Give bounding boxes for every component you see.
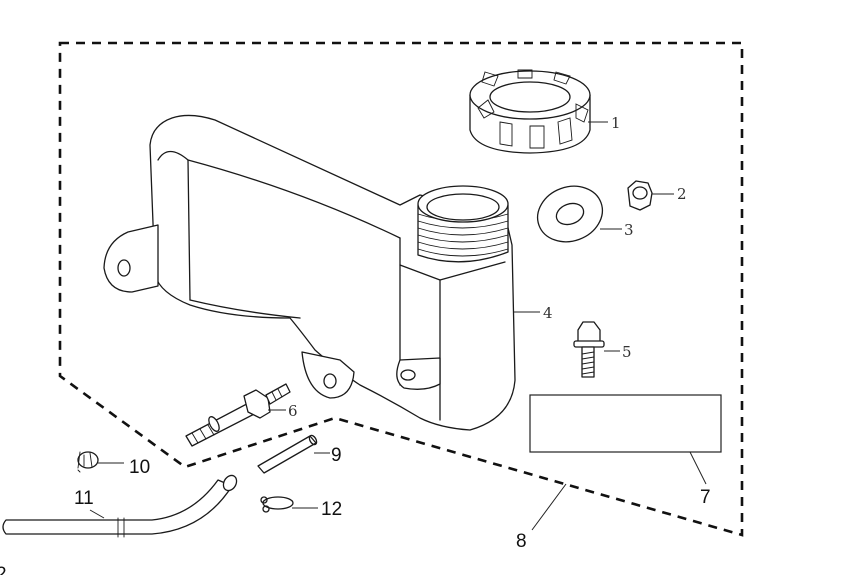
clip [77,451,99,473]
callout-12: 12 [321,499,342,520]
stud-bolt [185,383,291,447]
callout-partial: 2 [0,564,7,575]
washer [536,185,604,243]
hose-clip [260,496,294,513]
callout-1: 1 [611,114,621,132]
callout-7: 7 [700,487,711,508]
callout-5: 5 [622,343,632,361]
callout-11: 11 [74,488,94,509]
callout-4: 4 [543,304,553,322]
leader-lines [89,121,707,531]
assembly-boundary [58,41,744,537]
bolt [573,321,605,378]
label-box [529,394,722,453]
callout-9: 9 [331,445,342,466]
nut [627,180,653,211]
callout-8: 8 [516,531,527,552]
callout-10: 10 [129,457,150,478]
callout-6: 6 [288,402,298,420]
filler-cap [469,69,591,154]
fuel-tank [103,114,516,431]
fuel-hose [2,474,238,538]
callout-2: 2 [677,185,687,203]
pin [257,434,318,474]
callout-3: 3 [624,221,634,239]
